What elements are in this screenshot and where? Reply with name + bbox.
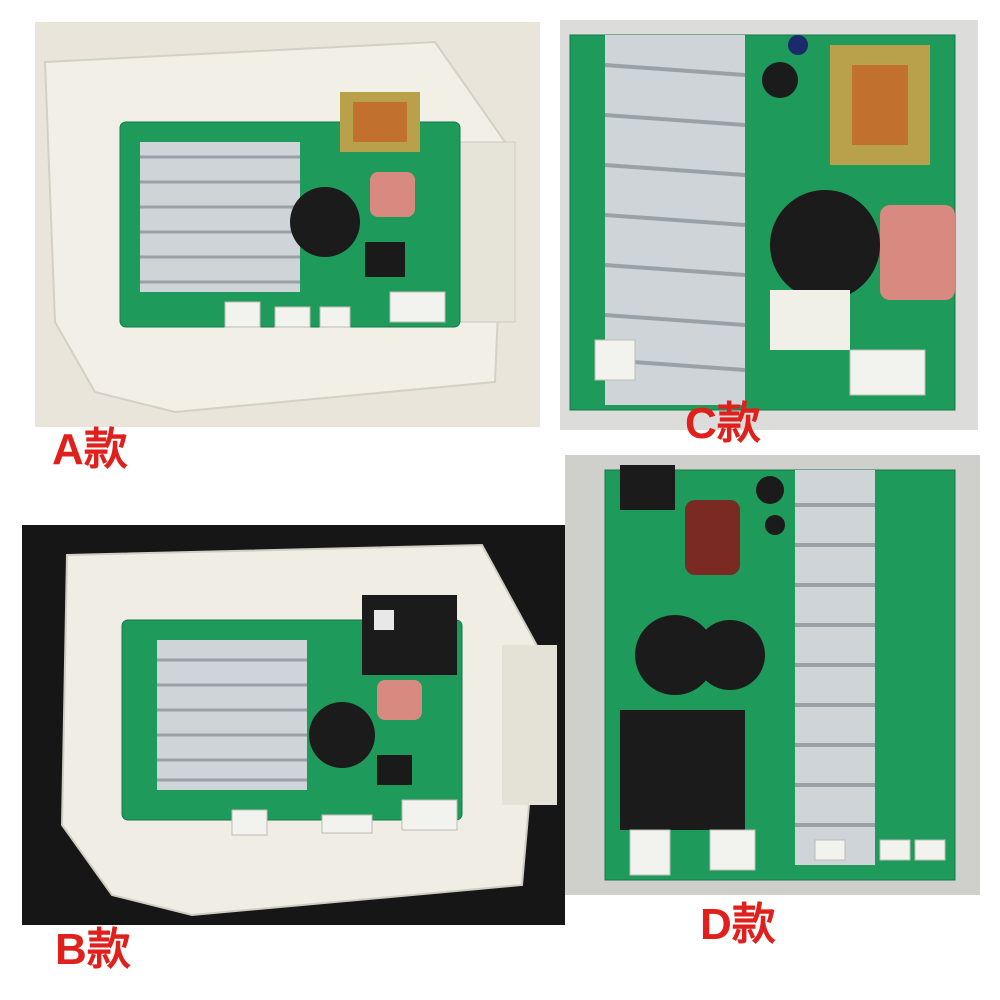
transformer-icon xyxy=(620,710,745,830)
photo-panel-b xyxy=(22,525,565,925)
capacitor-icon xyxy=(290,187,360,257)
label-b-text: B款 xyxy=(55,925,131,974)
transformer-icon xyxy=(340,92,420,152)
photo-panel-d xyxy=(565,455,980,895)
label-b: B款 xyxy=(55,928,131,972)
transformer-icon xyxy=(830,45,930,165)
heatsink-icon xyxy=(157,640,307,790)
heatsink-icon xyxy=(795,470,875,865)
board-b-photo xyxy=(22,525,565,925)
connector-icon xyxy=(629,829,946,876)
photo-panel-c xyxy=(560,20,978,430)
label-c-text: C款 xyxy=(685,399,761,448)
heatsink-icon xyxy=(140,142,300,292)
board-a-photo xyxy=(35,22,540,427)
label-a-text: A款 xyxy=(52,425,128,474)
capacitor-icon xyxy=(770,190,880,300)
connector-icon xyxy=(231,799,458,836)
board-c-photo xyxy=(560,20,978,430)
capacitor-icon xyxy=(635,615,715,695)
transformer-icon xyxy=(362,595,457,675)
capacitor-icon xyxy=(309,702,375,768)
connector-icon xyxy=(594,339,926,396)
label-d-text: D款 xyxy=(700,900,776,949)
label-c: C款 xyxy=(685,402,761,446)
label-a: A款 xyxy=(52,428,128,472)
photo-panel-a xyxy=(35,22,540,427)
connector-icon xyxy=(224,291,446,328)
label-d: D款 xyxy=(700,903,776,947)
board-d-photo xyxy=(565,455,980,895)
